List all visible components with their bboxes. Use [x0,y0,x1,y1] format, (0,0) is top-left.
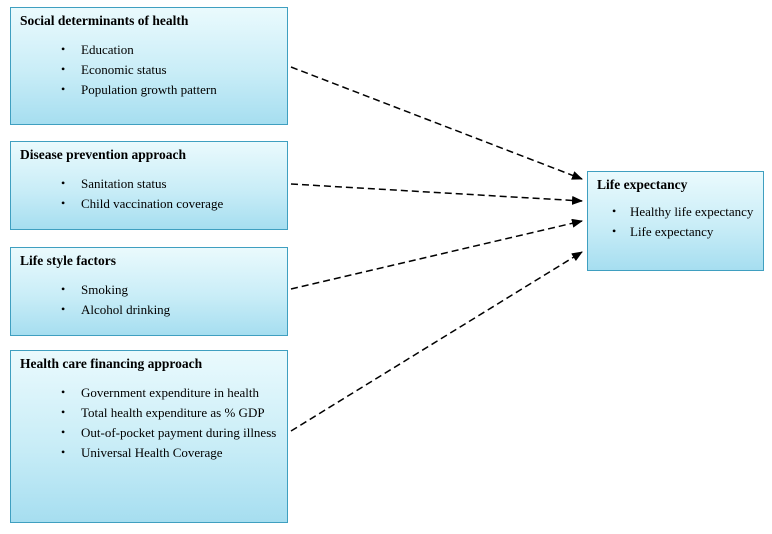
list-item: Education [59,41,281,59]
box-title-financing: Health care financing approach [20,356,203,371]
list-item: Alcohol drinking [59,301,281,319]
box-title-disease-prevention: Disease prevention approach [20,147,187,162]
list-item: Sanitation status [59,175,281,193]
arrow-social-determinants-to-life-expectancy [290,66,583,180]
bullet-list-lifestyle: Smoking Alcohol drinking [11,281,287,319]
factor-box-lifestyle: Life style factors Smoking Alcohol drink… [10,247,288,336]
factor-box-financing: Health care financing approach Governmen… [10,350,288,523]
bullet-list-social-determinants: Education Economic status Population gro… [11,41,287,99]
arrow-disease-prevention-to-life-expectancy [290,183,583,205]
list-item: Total health expenditure as % GDP [59,404,281,422]
box-title-lifestyle: Life style factors [20,253,116,268]
bullet-list-life-expectancy: Healthy life expectancy Life expectancy [588,203,763,241]
arrow-financing-to-life-expectancy [290,251,583,432]
arrow-lifestyle-to-life-expectancy [290,218,583,290]
outcome-box-life-expectancy: Life expectancy Healthy life expectancy … [587,171,764,271]
list-item: Smoking [59,281,281,299]
factor-box-social-determinants: Social determinants of health Education … [10,7,288,125]
list-item: Out-of-pocket payment during illness [59,424,281,442]
list-item: Government expenditure in health [59,384,281,402]
box-title-life-expectancy: Life expectancy [597,177,688,192]
list-item: Life expectancy [610,223,759,241]
list-item: Population growth pattern [59,81,281,99]
list-item: Economic status [59,61,281,79]
box-title-social-determinants: Social determinants of health [20,13,189,28]
list-item: Universal Health Coverage [59,444,281,462]
list-item: Healthy life expectancy [610,203,759,221]
factor-box-disease-prevention: Disease prevention approach Sanitation s… [10,141,288,230]
bullet-list-financing: Government expenditure in health Total h… [11,384,287,462]
bullet-list-disease-prevention: Sanitation status Child vaccination cove… [11,175,287,213]
list-item: Child vaccination coverage [59,195,281,213]
